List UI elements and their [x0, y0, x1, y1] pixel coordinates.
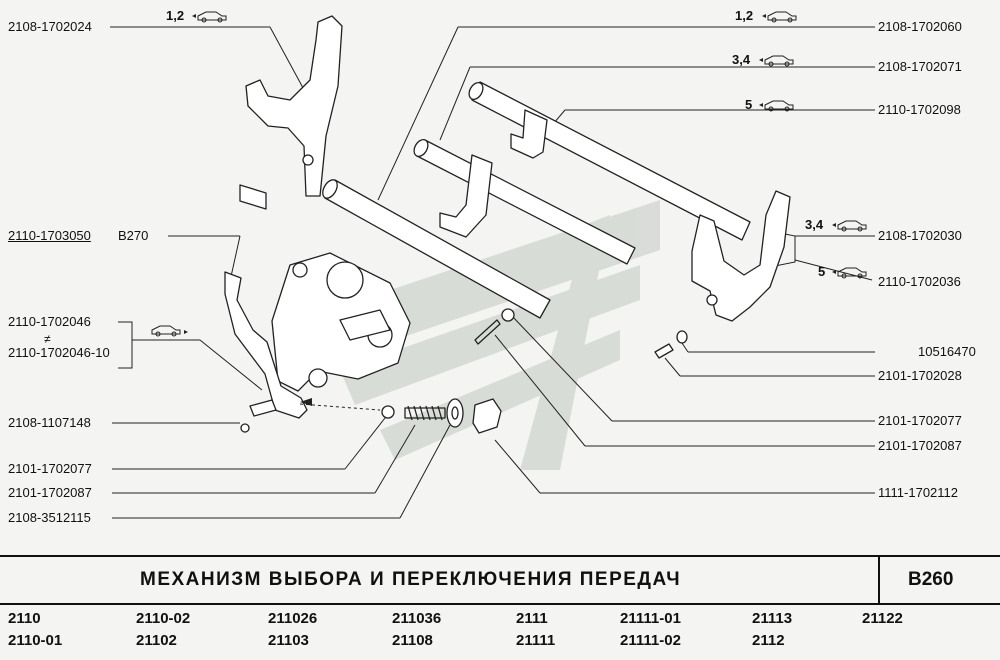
callout-2101-1702077-right: 2101-1702077 [878, 413, 962, 428]
title-band: МЕХАНИЗМ ВЫБОРА И ПЕРЕКЛЮЧЕНИЯ ПЕРЕДАЧ В… [0, 555, 1000, 605]
callout-2108-3512115: 2108-3512115 [8, 510, 91, 525]
model-item: 211036 [392, 610, 442, 627]
not-equal-mark: ≠ [44, 332, 51, 346]
gear-tag-3-4-right: 3,4 [805, 217, 824, 232]
page-title: МЕХАНИЗМ ВЫБОРА И ПЕРЕКЛЮЧЕНИЯ ПЕРЕДАЧ [140, 569, 682, 590]
model-item: 21111-02 [620, 632, 681, 649]
callout-2110-1702046-10: 2110-1702046-10 [8, 345, 110, 360]
callout-2108-1702060: 2108-1702060 [878, 19, 962, 34]
model-item: 2110 [8, 610, 41, 627]
callout-2108-1107148: 2108-1107148 [8, 415, 91, 430]
model-item: 21111-01 [620, 610, 681, 627]
gear-tag-5-top: 5 [745, 97, 753, 112]
callout-2110-1703050: 2110-1703050 [8, 228, 91, 243]
model-item: 2110-01 [8, 632, 63, 649]
model-item: 2111 [516, 610, 548, 627]
model-item: 2112 [752, 632, 785, 649]
gear-tag-3-4-top: 3,4 [732, 52, 751, 67]
gear-tag-5-right: 5 [818, 264, 826, 279]
callout-2110-1702098: 2110-1702098 [878, 102, 961, 117]
callout-10516470: 10516470 [918, 344, 976, 359]
model-item: 21108 [392, 632, 433, 649]
title-divider [878, 557, 880, 603]
callout-2108-1702071: 2108-1702071 [878, 59, 962, 74]
model-item: 21122 [862, 610, 903, 627]
gear-tag-1-2-left: 1,2 [166, 8, 185, 23]
model-item: 21102 [136, 632, 177, 649]
callout-ref-b270: В270 [118, 228, 149, 243]
callout-2108-1702030: 2108-1702030 [878, 228, 962, 243]
callout-2101-1702087-left: 2101-1702087 [8, 485, 92, 500]
model-item: 211026 [268, 610, 318, 627]
gear-tag-1-2-right: 1,2 [735, 8, 754, 23]
callout-1111-1702112: 1111-1702112 [878, 485, 958, 500]
model-item: 21111 [516, 632, 556, 649]
callout-2110-1702036: 2110-1702036 [878, 274, 961, 289]
callout-2101-1702028: 2101-1702028 [878, 368, 962, 383]
callout-2110-1702046: 2110-1702046 [8, 314, 91, 329]
callout-2101-1702077-left: 2101-1702077 [8, 461, 92, 476]
callout-2101-1702087-right: 2101-1702087 [878, 438, 962, 453]
model-item: 2110-02 [136, 610, 191, 627]
model-item: 21113 [752, 610, 793, 627]
callout-2108-1702024: 2108-1702024 [8, 19, 92, 34]
figure-code: В260 [908, 569, 954, 590]
car-icons [151, 11, 867, 337]
exploded-view-diagram [110, 11, 875, 519]
model-item: 21103 [268, 632, 309, 649]
